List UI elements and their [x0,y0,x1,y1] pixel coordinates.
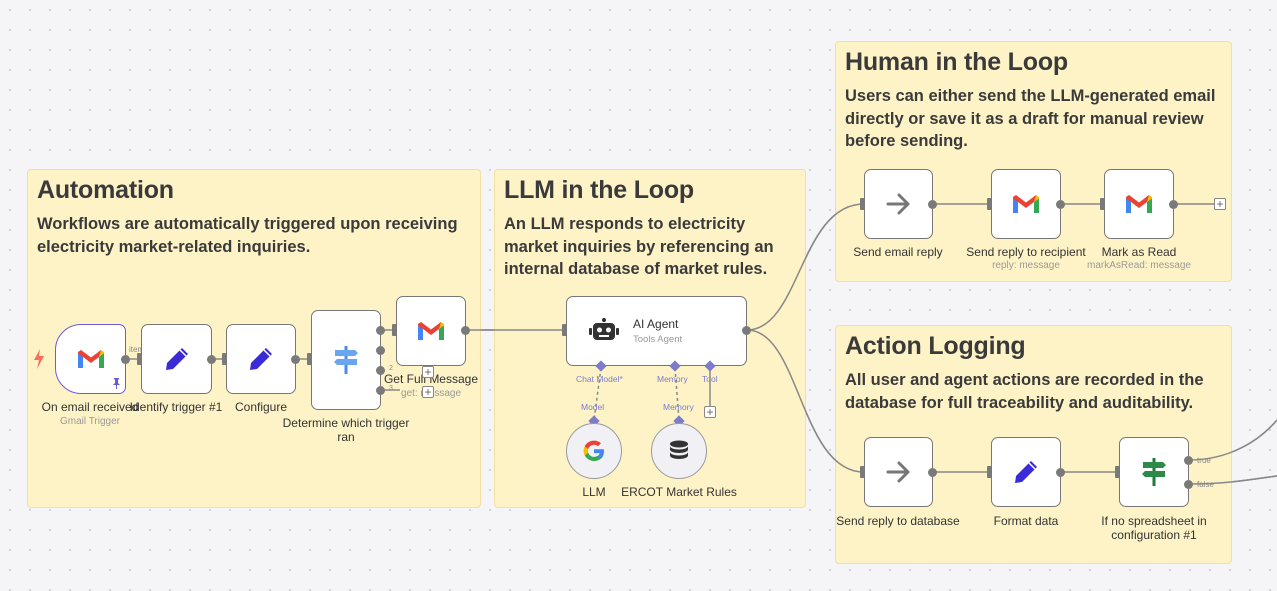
output-port[interactable] [928,468,937,477]
sticky-body: Workflows are automatically triggered up… [37,215,458,256]
add-node-button[interactable]: + [1214,198,1226,210]
input-port[interactable] [1100,198,1105,210]
input-port[interactable] [987,466,992,478]
gmail-icon [1126,195,1152,213]
node-subtitle: markAsRead: message [1087,260,1191,271]
port-label-tool: Tool [702,374,718,384]
node-get-full-message[interactable] [396,296,466,366]
output-port[interactable] [461,326,470,335]
pencil-icon [165,348,188,370]
input-port[interactable] [307,353,312,365]
node-determine-trigger[interactable] [311,310,381,410]
port-label-true: true [1197,456,1211,465]
output-port[interactable] [291,355,300,364]
node-ai-agent[interactable]: AI Agent Tools Agent [566,296,747,366]
pencil-icon [250,348,272,370]
port-label-2: 2 [389,365,393,372]
node-label: Identify trigger #1 [129,400,223,414]
arrow-right-icon [886,461,909,483]
node-send-reply-database[interactable] [864,437,933,507]
input-port[interactable] [392,324,397,336]
output-port[interactable] [742,326,751,335]
input-port[interactable] [987,198,992,210]
node-subtitle: reply: message [992,260,1060,271]
output-port[interactable] [376,366,385,375]
sticky-title: LLM in the Loop [504,176,695,204]
port-label-false: false [1197,480,1214,489]
sticky-title: Human in the Loop [845,48,1068,76]
signpost-icon [1142,458,1166,486]
port-label-chat-model: Chat Model* [576,374,623,384]
pencil-icon [1015,461,1037,483]
input-port[interactable] [1115,466,1120,478]
node-identify-trigger[interactable] [141,324,212,394]
node-label: Send reply to recipient [966,245,1086,259]
port-label-item: item [129,345,145,354]
port-label-3: 3 [389,385,393,392]
node-label: LLM [582,485,606,499]
output-port[interactable] [376,326,385,335]
node-label: Configure [234,400,288,414]
node-label: Determine which trigger ran [282,416,410,444]
output-port[interactable] [1056,468,1065,477]
signpost-icon [334,346,358,374]
google-icon [583,440,604,461]
port-label-model: Model [581,402,605,412]
node-title: AI Agent [633,317,679,331]
node-label: Send email reply [853,245,943,259]
output-port-true[interactable] [1184,456,1193,465]
node-label: ERCOT Market Rules [621,485,737,499]
input-port[interactable] [860,198,865,210]
node-ercot-market-rules[interactable] [651,423,707,479]
node-label: If no spreadsheet in configuration #1 [1101,514,1207,542]
robot-icon [589,318,619,340]
database-icon [670,440,688,459]
port-label-memory: Memory [657,374,688,384]
output-port[interactable] [1169,200,1178,209]
output-port[interactable] [376,346,385,355]
node-llm[interactable] [566,423,622,479]
sticky-title: Action Logging [845,332,1026,360]
output-port[interactable] [376,386,385,395]
arrow-right-icon [886,193,909,215]
node-mark-as-read[interactable] [1104,169,1174,239]
add-node-button[interactable]: + [422,386,434,398]
node-send-email-reply[interactable] [864,169,933,239]
node-label: Format data [993,514,1059,528]
node-label: Send reply to database [836,514,960,528]
node-label: On email received [41,400,139,414]
gmail-icon [1013,195,1039,213]
sticky-body: All user and agent actions are recorded … [845,371,1204,412]
node-label: Mark as Read [1101,245,1177,259]
sticky-title: Automation [37,176,174,204]
output-port-false[interactable] [1184,480,1193,489]
node-subtitle: Tools Agent [633,334,683,345]
input-port[interactable] [860,466,865,478]
gmail-icon [418,322,444,340]
input-port[interactable] [562,324,567,336]
node-send-reply-recipient[interactable] [991,169,1061,239]
node-format-data[interactable] [991,437,1061,507]
output-port[interactable] [1056,200,1065,209]
input-port[interactable] [137,353,142,365]
node-subtitle: Gmail Trigger [59,416,120,427]
port-label-memory: Memory [663,402,694,412]
node-configure[interactable] [226,324,296,394]
output-port[interactable] [207,355,216,364]
add-node-button[interactable]: + [422,366,434,378]
gmail-icon [77,350,104,368]
output-port[interactable] [928,200,937,209]
node-label: Get Full Message [383,372,479,386]
node-on-email-received[interactable] [55,324,126,394]
sticky-body: An LLM responds to electricity market in… [504,215,774,278]
input-port[interactable] [222,353,227,365]
pin-icon [113,378,120,389]
node-if-no-spreadsheet[interactable] [1119,437,1189,507]
lightning-icon [34,349,44,369]
add-tool-button[interactable]: + [704,406,716,418]
sticky-body: Users can either send the LLM-generated … [845,87,1216,150]
output-port[interactable] [121,355,130,364]
sticky-human[interactable]: Human in the Loop Users can either send … [835,41,1232,282]
